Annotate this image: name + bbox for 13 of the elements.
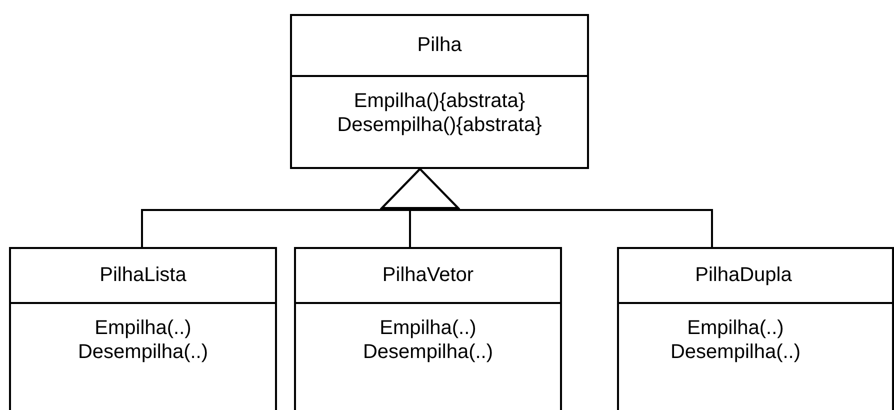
class-name: PilhaVetor xyxy=(381,264,475,286)
class-box xyxy=(294,247,562,410)
inheritance-arrow xyxy=(381,168,713,247)
method-list: Empilha(){abstrata} Desempilha(){abstrata} xyxy=(296,89,583,137)
method-list: Empilha(..) Desempilha(..) xyxy=(326,316,530,364)
class-name: Pilha xyxy=(416,34,463,56)
class-box xyxy=(290,14,589,169)
class-box xyxy=(617,247,894,410)
class-name: PilhaLista xyxy=(98,264,188,286)
class-box xyxy=(9,247,277,410)
method-list: Empilha(..) Desempilha(..) xyxy=(629,316,842,364)
class-name: PilhaDupla xyxy=(694,264,793,286)
method-list: Empilha(..) Desempilha(..) xyxy=(41,316,245,364)
